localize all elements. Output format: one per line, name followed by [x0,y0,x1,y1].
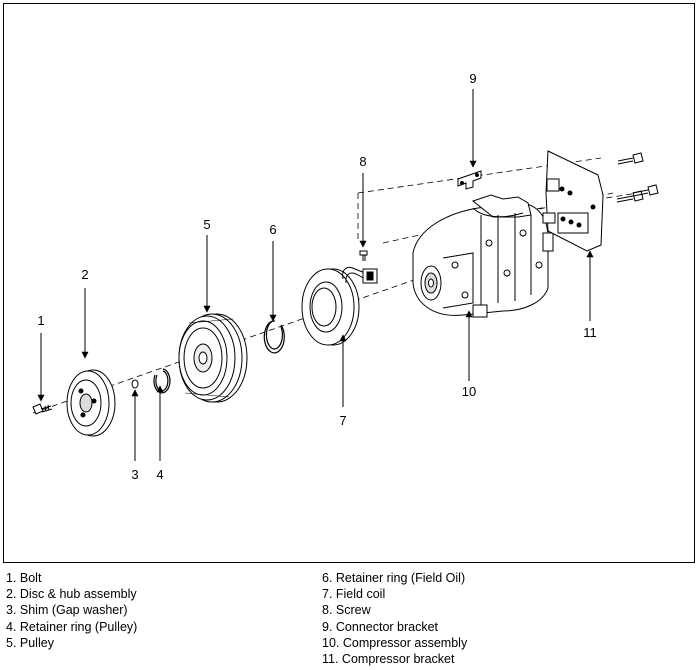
diagram-frame [3,3,695,563]
disc-hub-assembly [66,369,116,437]
retainer-ring-pulley [153,368,171,394]
retainer-ring-field-oil [263,320,285,354]
legend-column-left: 1. Bolt 2. Disc & hub assembly 3. Shim (… [6,570,137,651]
callout-2: 2 [81,267,88,282]
bracket-bolts [616,152,659,203]
screw [359,250,368,261]
field-coil [301,266,378,346]
legend-item-bolt: 1. Bolt [6,571,42,585]
pulley [178,313,248,403]
legend-item-retainer-ring-pulley: 4. Retainer ring (Pulley) [6,619,138,634]
legend-column-right: 6. Retainer ring (Field Oil) 7. Field co… [322,570,467,667]
callout-numbers: 1 2 3 4 5 6 7 8 9 10 11 [37,71,596,482]
callout-10: 10 [462,384,476,399]
callout-11: 11 [583,325,597,340]
callout-5: 5 [203,217,210,232]
exploded-diagram: 1 2 3 4 5 6 7 8 9 10 11 [32,71,659,482]
legend-item-connector-bracket: 9. Connector bracket [322,619,439,634]
leader-lines [37,89,594,461]
legend-item-field-coil: 7. Field coil [322,587,386,602]
parts-legend: 1. Bolt 2. Disc & hub assembly 3. Shim (… [0,570,700,670]
callout-6: 6 [269,222,276,237]
callout-7: 7 [339,413,346,428]
legend-item-screw: 8. Screw [322,603,371,618]
callout-4: 4 [156,467,163,482]
compressor-bracket [542,150,604,252]
callout-1: 1 [37,313,44,328]
compressor-assembly [412,194,554,318]
bolt [32,403,53,415]
shim-gap-washer [131,379,139,389]
legend-item-shim: 3. Shim (Gap washer) [6,603,128,618]
connector-bracket [457,170,482,190]
legend-item-compressor-bracket: 11. Compressor bracket [322,652,455,667]
legend-item-pulley: 5. Pulley [6,635,54,650]
callout-3: 3 [131,467,138,482]
legend-item-compressor-assembly: 10. Compressor assembly [322,635,468,650]
legend-item-retainer-ring-field: 6. Retainer ring (Field Oil) [322,571,466,585]
callout-8: 8 [359,154,366,169]
legend-item-disc-hub: 2. Disc & hub assembly [6,587,137,602]
callout-9: 9 [469,71,476,86]
